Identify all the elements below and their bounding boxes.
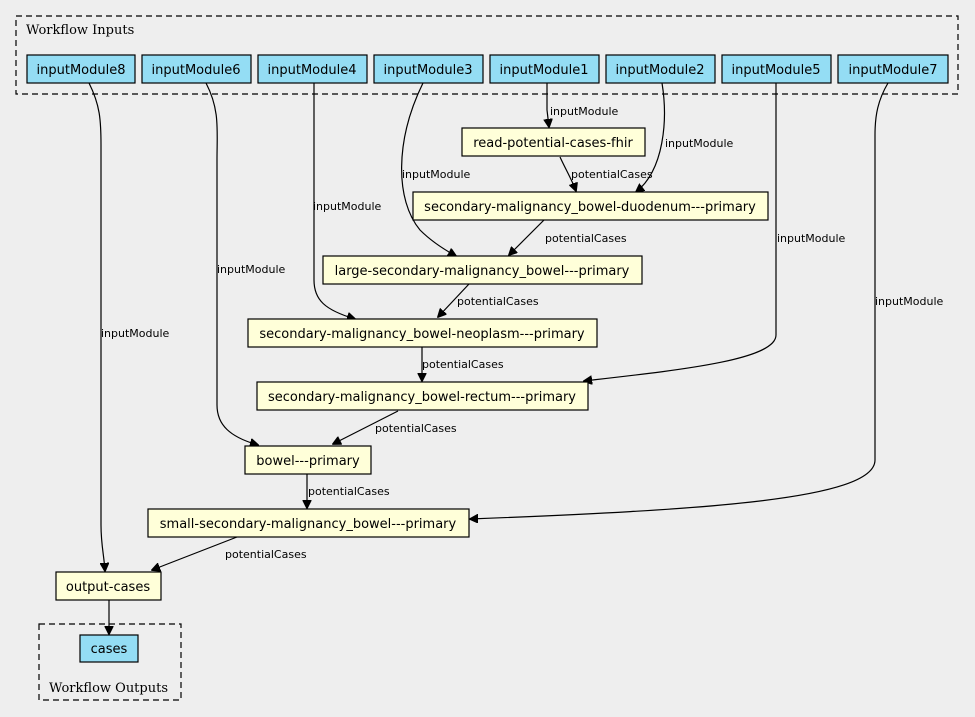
node-read-potential-cases-fhir-label: read-potential-cases-fhir xyxy=(473,136,633,151)
node-inputModule7-label: inputModule7 xyxy=(849,63,938,78)
node-read-potential-cases-fhir[interactable]: read-potential-cases-fhir xyxy=(461,127,646,157)
node-inputModule4-box[interactable] xyxy=(257,54,368,84)
edge-inputModule1-to-read-fhir xyxy=(547,83,549,127)
node-inputModule7-box[interactable] xyxy=(837,54,949,84)
node-inputModule8-label: inputModule8 xyxy=(37,63,126,78)
edge-inputModule7-to-small xyxy=(470,82,889,519)
edge-label-inputModule4-neoplasm: inputModule xyxy=(313,200,382,213)
node-inputModule2-box[interactable] xyxy=(605,54,716,84)
node-inputModule1-box[interactable] xyxy=(489,54,600,84)
node-small-primary-box[interactable] xyxy=(147,508,470,538)
node-duodenum-primary-box[interactable] xyxy=(412,191,769,221)
node-inputModule3[interactable]: inputModule3 xyxy=(373,54,484,84)
node-inputModule3-box[interactable] xyxy=(373,54,484,84)
node-inputModule2-label: inputModule2 xyxy=(616,63,705,78)
step-nodes: read-potential-cases-fhir secondary-mali… xyxy=(55,127,769,601)
edge-label-inputModule6-bowel: inputModule xyxy=(217,263,286,276)
edge-small-to-output xyxy=(152,536,238,570)
node-inputModule5[interactable]: inputModule5 xyxy=(721,54,832,84)
edge-duodenum-to-large xyxy=(509,219,545,255)
edge-label-inputModule8-output: inputModule xyxy=(101,327,170,340)
node-inputModule8-box[interactable] xyxy=(26,54,136,84)
edge-label-inputModule7-small: inputModule xyxy=(875,295,944,308)
node-rectum-primary-label: secondary-malignancy_bowel-rectum---prim… xyxy=(268,390,576,405)
edge-label-large-neoplasm: potentialCases xyxy=(457,295,539,308)
cluster-workflow-outputs: Workflow Outputs xyxy=(38,623,182,701)
cluster-workflow-inputs-border xyxy=(15,15,959,95)
node-bowel-primary-box[interactable] xyxy=(244,445,372,475)
node-small-primary[interactable]: small-secondary-malignancy_bowel---prima… xyxy=(147,508,470,538)
node-output-cases-label: output-cases xyxy=(66,580,150,595)
edges: inputModule inputModule potentialCases i… xyxy=(88,82,944,634)
node-inputModule8[interactable]: inputModule8 xyxy=(26,54,136,84)
node-cases-label: cases xyxy=(91,642,128,657)
edge-label-inputModule3-large: inputModule xyxy=(402,168,471,181)
cluster-workflow-inputs-title: Workflow Inputs xyxy=(26,23,134,38)
node-large-primary-label: large-secondary-malignancy_bowel---prima… xyxy=(335,264,630,279)
node-inputModule3-label: inputModule3 xyxy=(384,63,473,78)
edge-label-read-duodenum: potentialCases xyxy=(571,168,653,181)
node-inputModule4[interactable]: inputModule4 xyxy=(257,54,368,84)
edge-label-bowel-small: potentialCases xyxy=(308,485,390,498)
edge-label-inputModule1-read: inputModule xyxy=(550,105,619,118)
edge-label-duodenum-large: potentialCases xyxy=(545,232,627,245)
cluster-workflow-outputs-title: Workflow Outputs xyxy=(49,681,168,696)
node-neoplasm-primary[interactable]: secondary-malignancy_bowel-neoplasm---pr… xyxy=(247,318,598,348)
node-inputModule1-label: inputModule1 xyxy=(500,63,589,78)
edge-inputModule4-to-neoplasm xyxy=(313,83,355,319)
edge-label-small-output: potentialCases xyxy=(225,548,307,561)
node-inputModule6-label: inputModule6 xyxy=(152,63,241,78)
node-neoplasm-primary-label: secondary-malignancy_bowel-neoplasm---pr… xyxy=(259,327,585,342)
node-output-cases[interactable]: output-cases xyxy=(55,571,162,601)
node-read-potential-cases-fhir-box[interactable] xyxy=(461,127,646,157)
node-small-primary-label: small-secondary-malignancy_bowel---prima… xyxy=(160,517,457,532)
node-neoplasm-primary-box[interactable] xyxy=(247,318,598,348)
node-bowel-primary-label: bowel---primary xyxy=(256,454,360,469)
node-inputModule5-label: inputModule5 xyxy=(732,63,821,78)
edge-inputModule2-to-duodenum xyxy=(636,82,666,192)
node-rectum-primary-box[interactable] xyxy=(256,381,589,411)
input-nodes: inputModule8 inputModule6 inputModule4 i… xyxy=(26,54,949,84)
edge-inputModule6-to-bowel xyxy=(205,82,258,445)
edge-label-rectum-bowel: potentialCases xyxy=(375,422,457,435)
node-cases-box[interactable] xyxy=(79,634,139,663)
cluster-workflow-outputs-border xyxy=(38,623,182,701)
node-duodenum-primary[interactable]: secondary-malignancy_bowel-duodenum---pr… xyxy=(412,191,769,221)
edge-inputModule8-to-output xyxy=(88,82,105,571)
node-large-primary-box[interactable] xyxy=(322,255,643,285)
node-large-primary[interactable]: large-secondary-malignancy_bowel---prima… xyxy=(322,255,643,285)
node-output-cases-box[interactable] xyxy=(55,571,162,601)
edge-label-inputModule5-rectum: inputModule xyxy=(777,232,846,245)
node-inputModule1[interactable]: inputModule1 xyxy=(489,54,600,84)
edge-inputModule5-to-rectum xyxy=(584,83,777,381)
edge-label-neoplasm-rectum: potentialCases xyxy=(422,358,504,371)
edge-rectum-to-bowel xyxy=(333,410,399,444)
node-inputModule5-box[interactable] xyxy=(721,54,832,84)
node-inputModule2[interactable]: inputModule2 xyxy=(605,54,716,84)
node-inputModule6[interactable]: inputModule6 xyxy=(141,54,252,84)
node-bowel-primary[interactable]: bowel---primary xyxy=(244,445,372,475)
node-rectum-primary[interactable]: secondary-malignancy_bowel-rectum---prim… xyxy=(256,381,589,411)
node-duodenum-primary-label: secondary-malignancy_bowel-duodenum---pr… xyxy=(424,200,756,215)
node-inputModule7[interactable]: inputModule7 xyxy=(837,54,949,84)
cluster-workflow-inputs: Workflow Inputs xyxy=(15,15,959,95)
node-inputModule6-box[interactable] xyxy=(141,54,252,84)
node-cases[interactable]: cases xyxy=(79,634,139,663)
edge-read-to-duodenum xyxy=(559,156,576,191)
edge-large-to-neoplasm xyxy=(438,283,470,317)
edge-label-inputModule2-duodenum: inputModule xyxy=(665,137,734,150)
node-inputModule4-label: inputModule4 xyxy=(268,63,357,78)
